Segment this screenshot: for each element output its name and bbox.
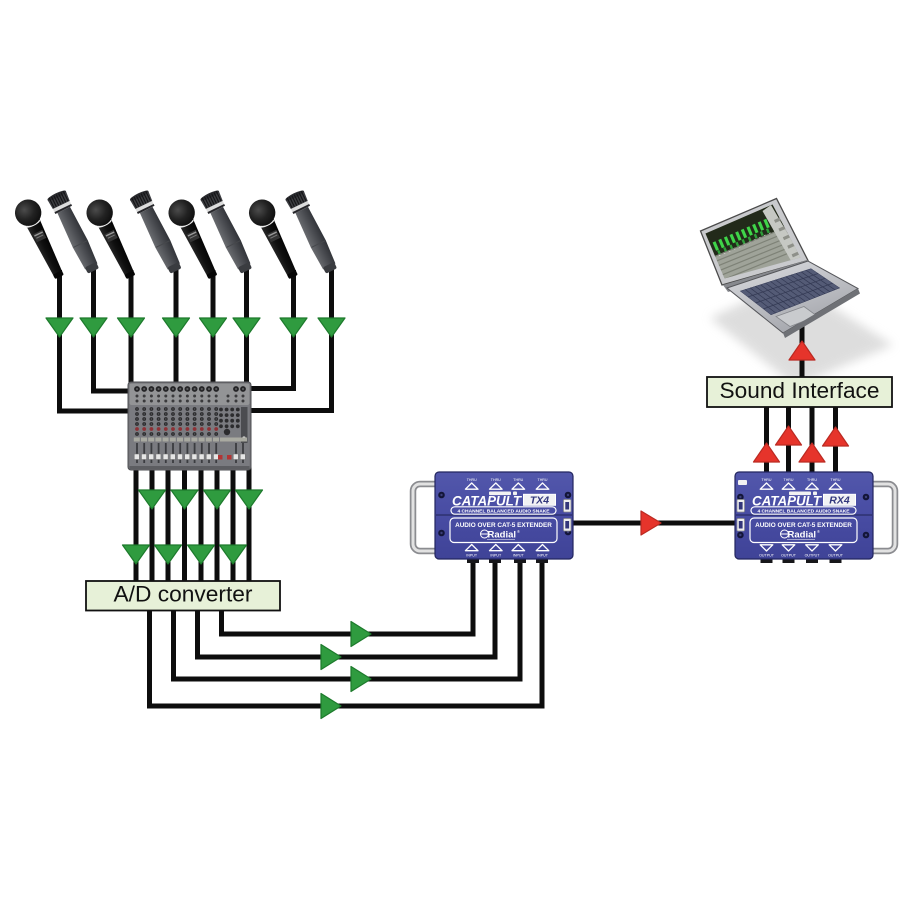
svg-text:THRU: THRU xyxy=(831,478,841,482)
svg-text:®: ® xyxy=(817,529,820,534)
svg-text:OUTPUT: OUTPUT xyxy=(828,554,844,558)
svg-text:INPUT: INPUT xyxy=(537,554,549,558)
svg-text:®: ® xyxy=(517,529,520,534)
svg-text:THRU: THRU xyxy=(762,478,772,482)
svg-text:TX4: TX4 xyxy=(530,495,549,507)
svg-text:INPUT: INPUT xyxy=(466,554,478,558)
svg-text:THRU: THRU xyxy=(784,478,794,482)
svg-text:OUTPUT: OUTPUT xyxy=(805,554,821,558)
svg-text:CATAPULT: CATAPULT xyxy=(452,494,523,509)
svg-text:Sound Interface: Sound Interface xyxy=(720,378,880,403)
svg-text:THRU: THRU xyxy=(513,478,523,482)
svg-text:THRU: THRU xyxy=(538,478,548,482)
svg-text:CATAPULT: CATAPULT xyxy=(752,494,823,509)
svg-text:THRU: THRU xyxy=(807,478,817,482)
svg-text:4 CHANNEL BALANCED AUDIO SNAKE: 4 CHANNEL BALANCED AUDIO SNAKE xyxy=(757,509,850,515)
svg-text:RX4: RX4 xyxy=(829,495,850,507)
svg-text:AUDIO OVER CAT-5 EXTENDER: AUDIO OVER CAT-5 EXTENDER xyxy=(455,522,552,529)
svg-text:Radial: Radial xyxy=(488,530,517,541)
svg-text:INPUT: INPUT xyxy=(513,554,525,558)
svg-text:Radial: Radial xyxy=(788,530,817,541)
svg-text:THRU: THRU xyxy=(467,478,477,482)
svg-text:4 CHANNEL BALANCED AUDIO SNAKE: 4 CHANNEL BALANCED AUDIO SNAKE xyxy=(457,509,550,515)
svg-text:INPUT: INPUT xyxy=(490,554,502,558)
svg-text:OUTPUT: OUTPUT xyxy=(759,554,775,558)
svg-text:OUTPUT: OUTPUT xyxy=(781,554,797,558)
svg-text:A/D converter: A/D converter xyxy=(114,582,253,607)
svg-text:AUDIO OVER CAT-5 EXTENDER: AUDIO OVER CAT-5 EXTENDER xyxy=(755,522,852,529)
svg-text:THRU: THRU xyxy=(491,478,501,482)
